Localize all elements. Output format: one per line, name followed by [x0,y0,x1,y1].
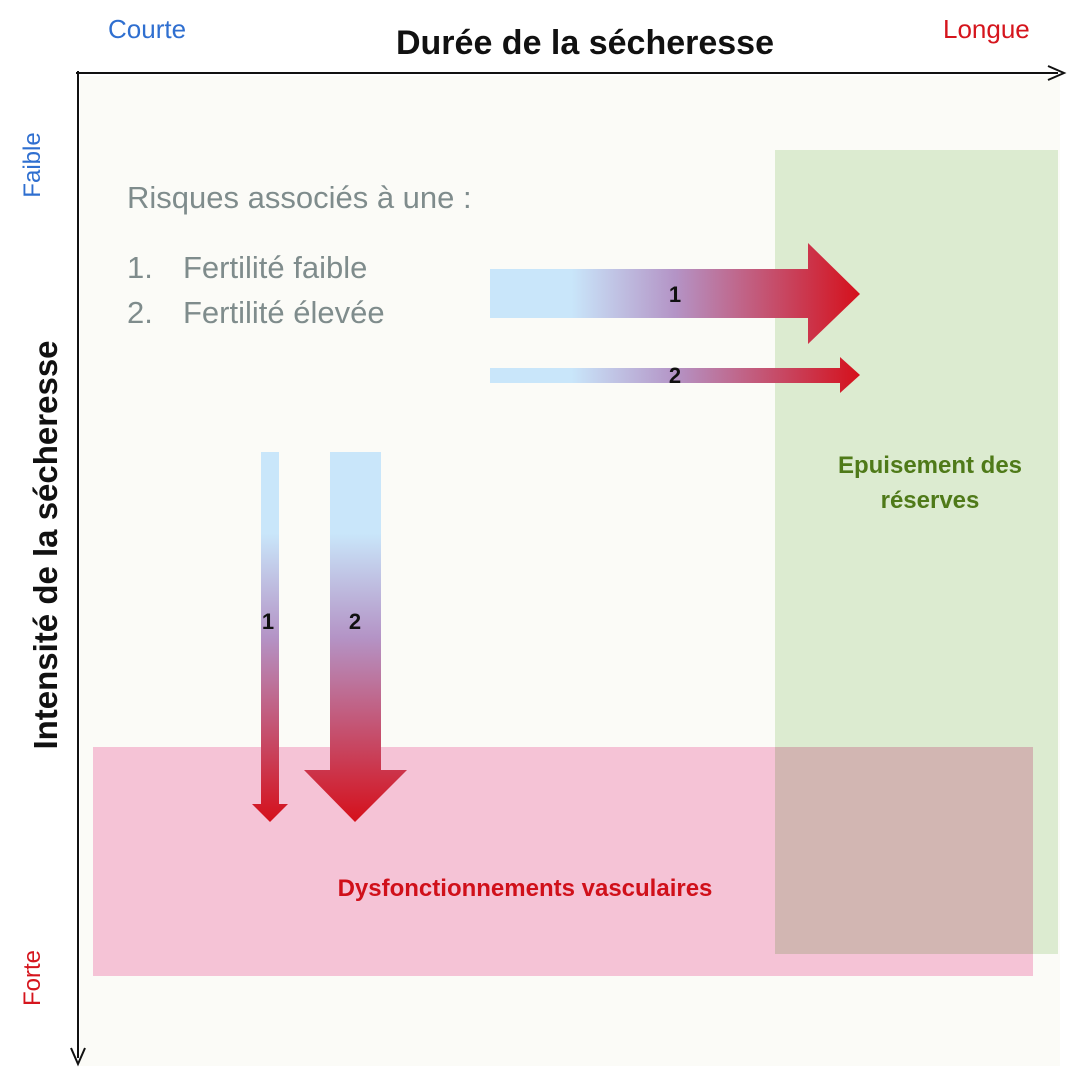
legend-item-number: 1. [127,250,153,285]
horizontal-arrow-1 [490,243,860,344]
reserves-zone-label: Epuisement des réserves [837,452,1023,514]
vertical-arrow-2-label: 2 [348,609,362,634]
legend-heading: Risques associés à une : [127,180,472,215]
x-axis [76,65,1067,81]
vertical-arrow-1-label: 1 [261,609,275,634]
y-axis-title: Intensité de la sécheresse [27,340,64,750]
x-axis-end-label: Longue [943,14,1030,44]
horizontal-arrow-1-label: 1 [668,282,682,307]
y-axis [70,71,86,1067]
horizontal-arrow-2 [490,357,860,393]
y-axis-start-label: Faible [19,132,46,198]
x-axis-title: Durée de la sécheresse [395,24,775,62]
legend-item-label: Fertilité faible [183,250,368,285]
legend-item-number: 2. [127,295,153,330]
x-axis-start-label: Courte [108,14,187,44]
vascular-zone-label: Dysfonctionnements vasculaires [337,875,713,902]
horizontal-arrow-2-label: 2 [668,363,682,388]
legend-item: 2. Fertilité élevée [127,295,385,331]
vertical-arrow-1 [252,452,288,822]
zone-overlap [775,747,1033,954]
legend-item-label: Fertilité élevée [183,295,385,330]
y-axis-end-label: Forte [19,949,46,1007]
vertical-arrow-2 [304,452,407,822]
legend-item: 1. Fertilité faible [127,250,367,286]
